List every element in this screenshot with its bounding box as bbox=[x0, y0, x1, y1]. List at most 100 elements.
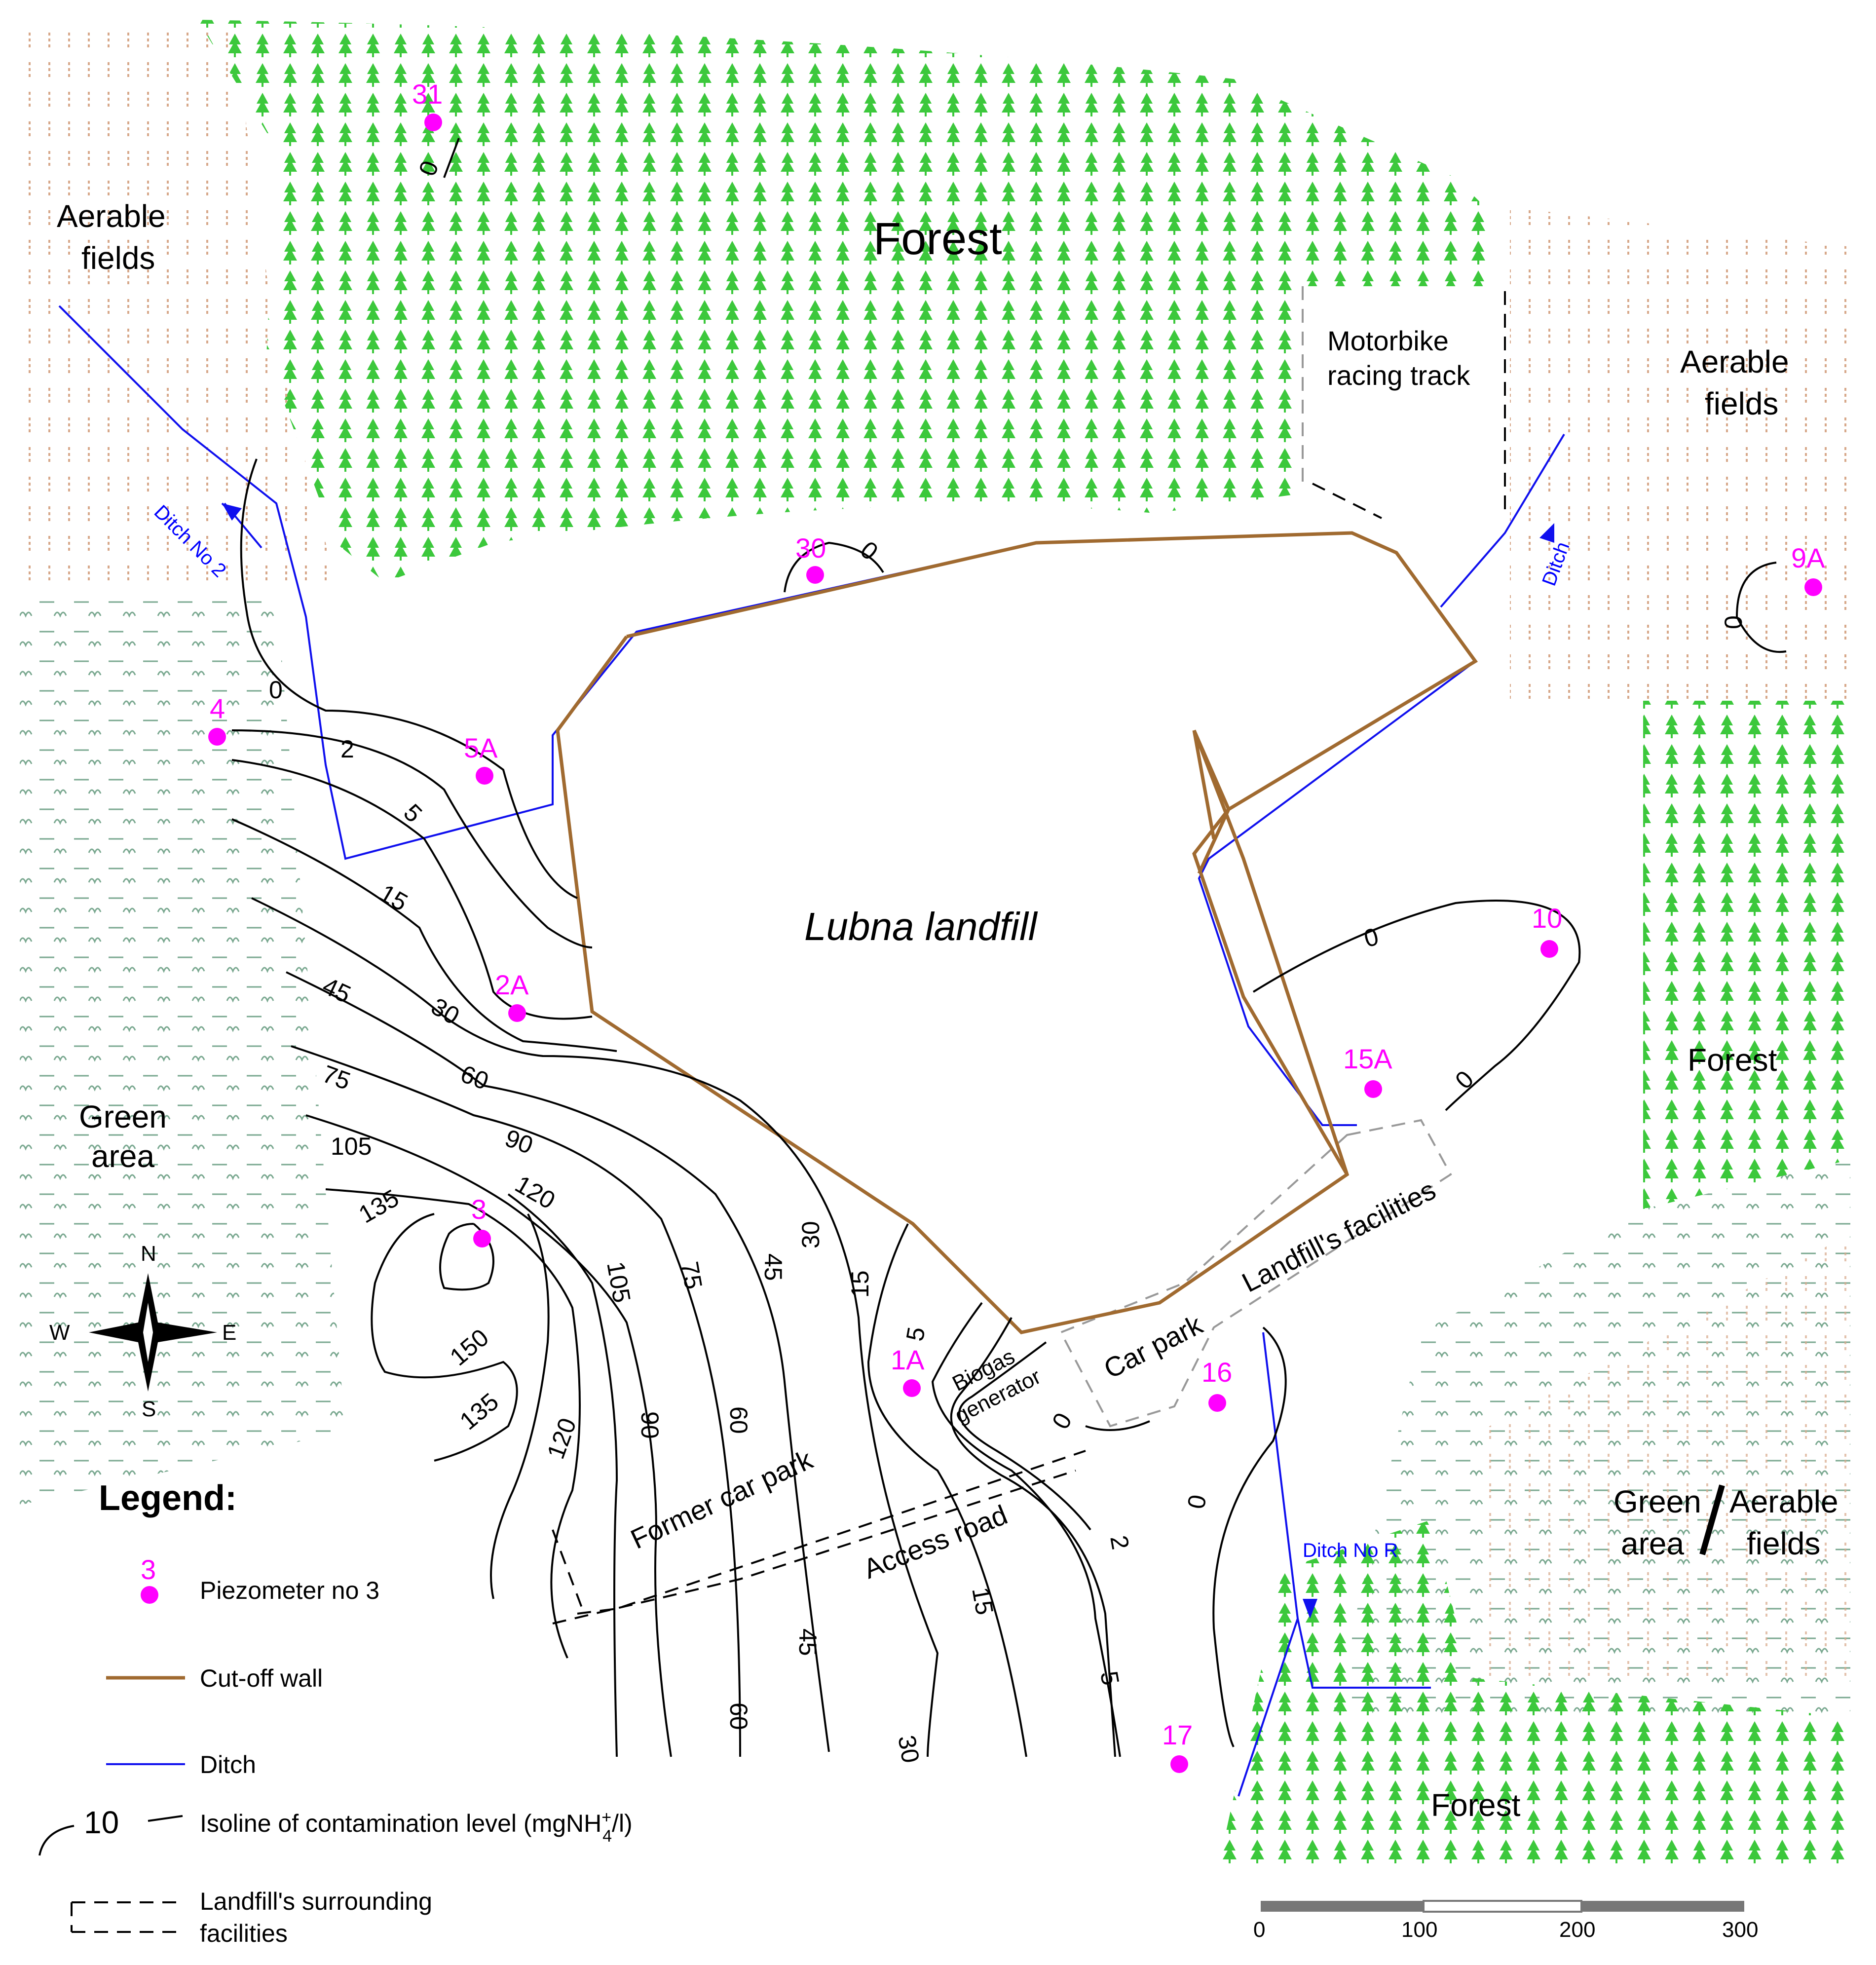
iso-label-30: 30 bbox=[427, 992, 464, 1030]
mixed-green-label-1: Green bbox=[1613, 1484, 1701, 1519]
isoline-0-piezo30 bbox=[784, 541, 884, 593]
iso-label-75-south: 75 bbox=[675, 1259, 708, 1291]
iso-label-0-east: 0 bbox=[1361, 922, 1381, 952]
legend-facilities-sample bbox=[71, 1901, 180, 1933]
legend: Legend: 3 Piezometer no 3 Cut-off wall D… bbox=[38, 1478, 633, 1947]
piezometer-1a[interactable]: 1A bbox=[891, 1344, 925, 1397]
iso-label-30-south2: 30 bbox=[893, 1733, 925, 1765]
motorbike-track-area bbox=[1303, 286, 1505, 518]
isoline-15-south bbox=[867, 1223, 1027, 1757]
mixed-green-label-2: area bbox=[1621, 1526, 1685, 1561]
forest-east-area bbox=[1643, 701, 1850, 1209]
isoline-90 bbox=[507, 1193, 618, 1757]
forest-north-label: Forest bbox=[873, 214, 1002, 264]
piezometer-10-label: 10 bbox=[1532, 903, 1562, 934]
isoline-2 bbox=[231, 729, 593, 948]
scale-bar: 0 100 200 300 bbox=[1253, 1900, 1758, 1942]
iso-label-5-south2: 5 bbox=[1095, 1669, 1125, 1687]
iso-label-135-south: 135 bbox=[454, 1388, 504, 1436]
iso-label-0-east2: 0 bbox=[1450, 1065, 1479, 1095]
iso-label-15-south2: 15 bbox=[967, 1585, 999, 1617]
piezometer-5a-dot bbox=[476, 767, 493, 785]
iso-label-90-south: 90 bbox=[636, 1411, 664, 1439]
iso-label-105: 105 bbox=[331, 1133, 372, 1160]
green-area-label-1: Green bbox=[79, 1099, 167, 1134]
isoline-60 bbox=[291, 1045, 741, 1757]
isoline-105 bbox=[325, 1188, 581, 1659]
isoline-15 bbox=[231, 818, 617, 1052]
piezometer-30-label: 30 bbox=[795, 532, 826, 564]
scale-tick-100: 100 bbox=[1401, 1918, 1437, 1942]
compass-s: S bbox=[142, 1397, 156, 1421]
motorbike-label-1: Motorbike bbox=[1327, 325, 1449, 356]
legend-piezometer-text: Piezometer no 3 bbox=[200, 1577, 379, 1604]
scale-bar-seg-2 bbox=[1423, 1900, 1582, 1913]
piezometer-9a[interactable]: 9A bbox=[1791, 542, 1825, 596]
piezometer-4[interactable]: 4 bbox=[208, 693, 226, 746]
legend-facilities-text-1: Landfill's surrounding bbox=[200, 1888, 432, 1915]
piezometer-15a[interactable]: 15A bbox=[1343, 1043, 1392, 1098]
compass-star-inner bbox=[143, 1303, 153, 1362]
compass-w: W bbox=[49, 1321, 70, 1345]
piezometer-1a-dot bbox=[903, 1379, 921, 1397]
legend-isoline-sample: 10 bbox=[84, 1805, 119, 1840]
legend-facilities-text-2: facilities bbox=[200, 1920, 288, 1947]
iso-label-90: 90 bbox=[501, 1124, 536, 1160]
map-title: Lubna landfill bbox=[804, 905, 1038, 948]
piezometer-2a-label: 2A bbox=[495, 969, 529, 1000]
aerable-ne-label-2: fields bbox=[1705, 386, 1778, 421]
piezometer-16[interactable]: 16 bbox=[1201, 1357, 1232, 1412]
isoline-0-southeast bbox=[1212, 1326, 1287, 1747]
forest-south-label: Forest bbox=[1431, 1787, 1521, 1823]
legend-piezometer-dot bbox=[141, 1586, 158, 1604]
iso-label-105-south: 105 bbox=[601, 1259, 636, 1305]
piezometer-15a-dot bbox=[1364, 1080, 1382, 1098]
piezometer-31[interactable]: 31 bbox=[412, 78, 443, 131]
green-area-west bbox=[20, 592, 345, 1505]
iso-label-60-south: 60 bbox=[725, 1406, 752, 1434]
legend-isoline-text: Isoline of contamination level (mgNH+4/l… bbox=[200, 1808, 633, 1846]
piezometer-10[interactable]: 10 bbox=[1532, 903, 1562, 958]
access-road-label: Access road bbox=[859, 1499, 1012, 1585]
iso-label-120-south: 120 bbox=[542, 1414, 582, 1463]
legend-isoline-line bbox=[38, 1815, 183, 1856]
iso-label-5-south: 5 bbox=[901, 1325, 931, 1343]
isoline-0-piezo31 bbox=[443, 138, 460, 178]
piezometer-9a-dot bbox=[1804, 578, 1822, 596]
ditch-east-arrowhead bbox=[1539, 523, 1554, 543]
iso-label-45-south2: 45 bbox=[794, 1628, 822, 1656]
cutoff-wall bbox=[556, 531, 1478, 1334]
aerable-ne-label-1: Aerable bbox=[1680, 344, 1789, 379]
isoline-2-south bbox=[950, 1317, 1116, 1757]
iso-label-60: 60 bbox=[457, 1060, 492, 1096]
ditch-no-r-branch bbox=[1297, 1618, 1431, 1689]
facilities-outline bbox=[1059, 1119, 1452, 1428]
iso-label-0-northwest: 0 bbox=[269, 676, 283, 704]
piezometer-17[interactable]: 17 bbox=[1162, 1719, 1193, 1773]
piezometer-2a[interactable]: 2A bbox=[495, 969, 529, 1022]
iso-label-120: 120 bbox=[511, 1170, 560, 1214]
isoline-45 bbox=[286, 971, 830, 1752]
iso-label-150: 150 bbox=[445, 1323, 494, 1371]
isoline-75 bbox=[305, 1114, 672, 1757]
iso-label-45-south: 45 bbox=[759, 1253, 787, 1281]
access-road bbox=[577, 1450, 1086, 1615]
piezometer-5a[interactable]: 5A bbox=[464, 732, 498, 785]
piezometer-1a-label: 1A bbox=[891, 1344, 925, 1375]
legend-ditch-text: Ditch bbox=[200, 1751, 256, 1778]
piezometer-31-dot bbox=[424, 113, 442, 131]
aerable-nw-area bbox=[20, 20, 336, 592]
piezometer-30[interactable]: 30 bbox=[795, 532, 826, 584]
access-road-lower bbox=[552, 1470, 1076, 1625]
piezometer-17-label: 17 bbox=[1162, 1719, 1193, 1750]
piezometer-2a-dot bbox=[508, 1004, 526, 1022]
isoline-135 bbox=[371, 1213, 518, 1462]
compass-e: E bbox=[222, 1321, 236, 1345]
iso-label-30-south: 30 bbox=[797, 1221, 825, 1248]
isoline-0-east bbox=[1252, 900, 1581, 1111]
piezometer-3-label: 3 bbox=[471, 1194, 487, 1225]
piezometer-5a-label: 5A bbox=[464, 732, 498, 763]
piezometer-3[interactable]: 3 bbox=[471, 1194, 491, 1247]
compass-n: N bbox=[141, 1242, 156, 1266]
